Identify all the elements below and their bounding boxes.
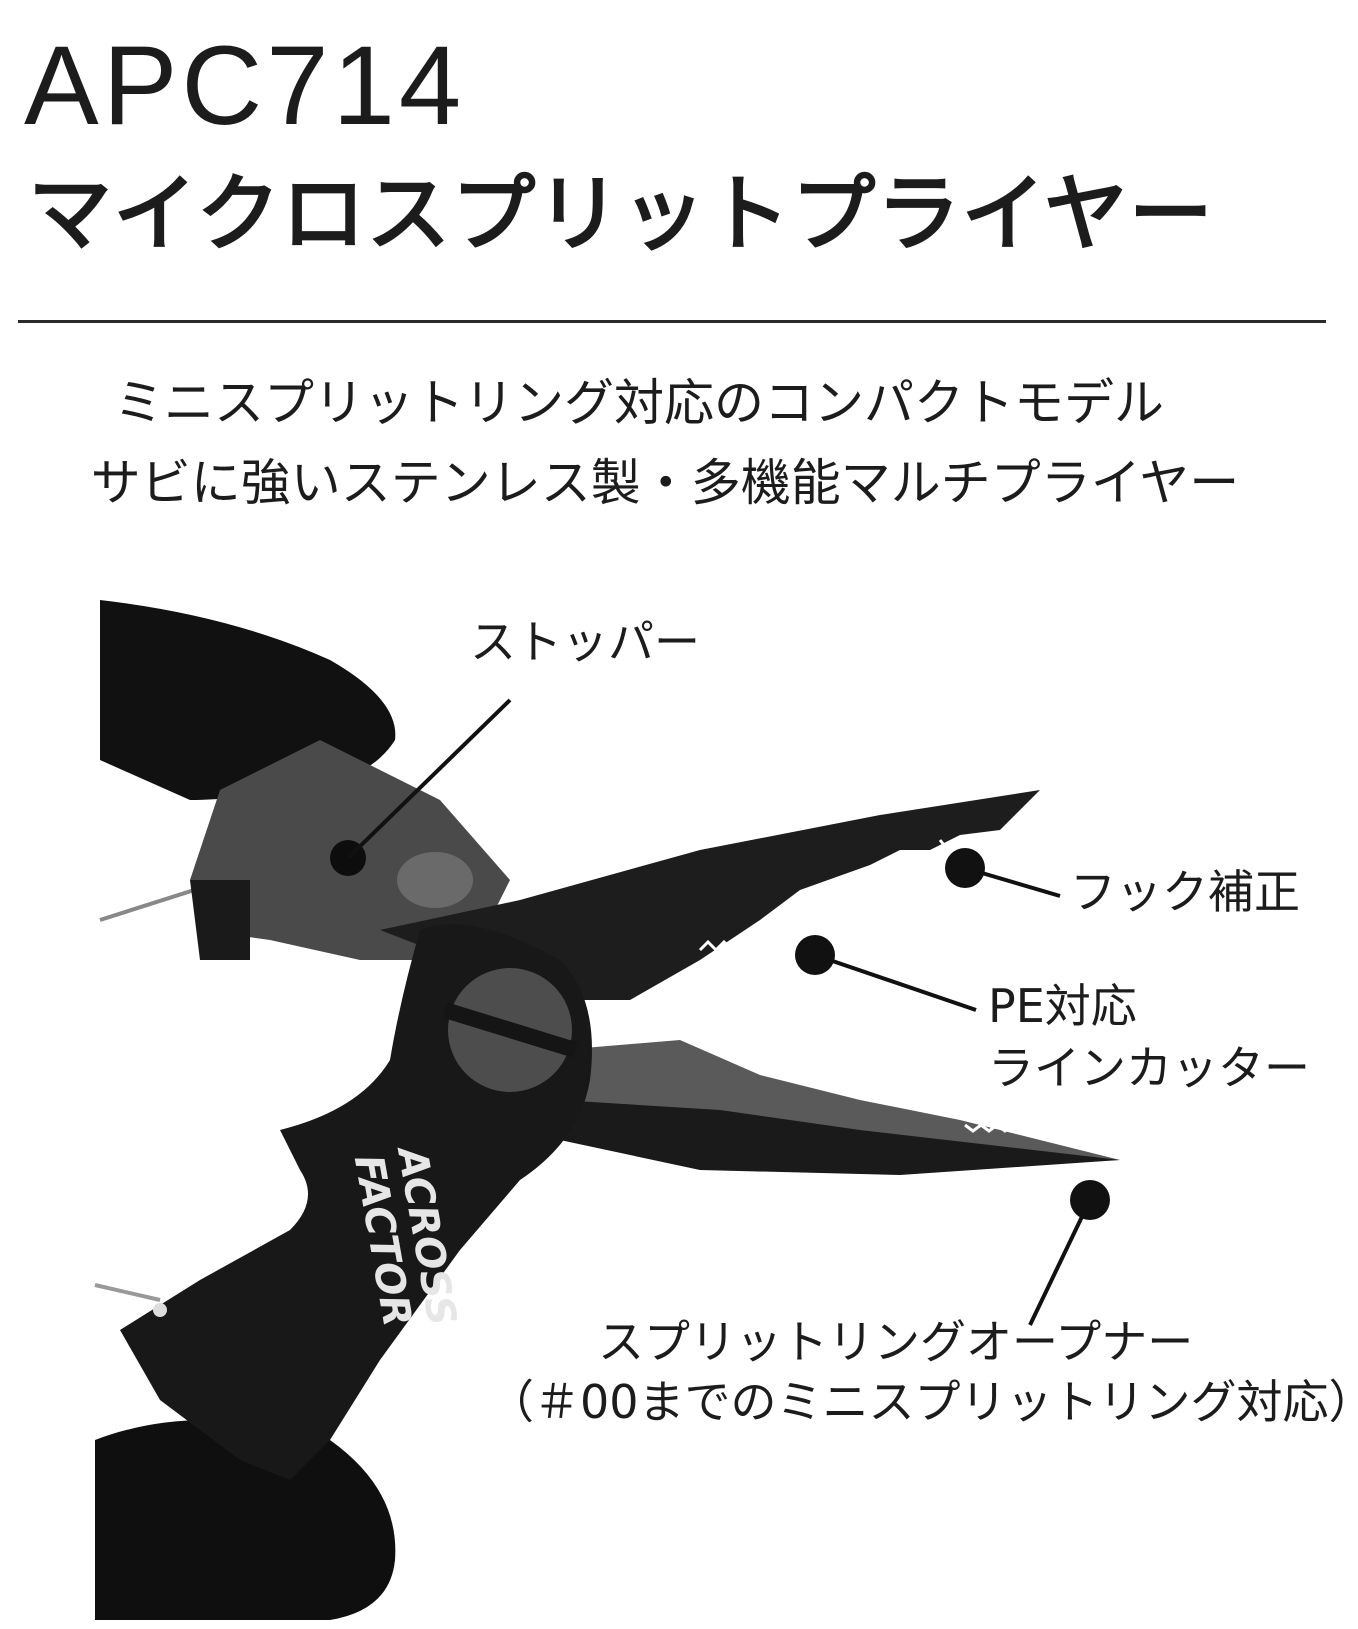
- lower-grip: [95, 1420, 396, 1620]
- stopper-bolt: [397, 852, 473, 908]
- product-name: マイクロスプリットプライヤー: [28, 165, 1214, 263]
- title-divider: [18, 320, 1326, 323]
- description-line-1: ミニスプリットリング対応のコンパクトモデル: [114, 374, 1164, 432]
- model-number: APC714: [24, 23, 466, 148]
- upper-jaw: [380, 790, 1040, 1000]
- description-line-2: サビに強いステンレス製・多機能マルチプライヤー: [90, 454, 1240, 512]
- callout-pe-cutter-line-2: ラインカッター: [988, 1041, 1310, 1095]
- callout-split-ring-opener-line-2: （＃00までのミニスプリットリング対応）: [488, 1375, 1358, 1429]
- callout-hook-correction: フック補正: [1070, 865, 1300, 919]
- callout-stopper: ストッパー: [470, 615, 700, 669]
- callout-pe-cutter-line-1: PE対応: [988, 979, 1137, 1033]
- callout-split-ring-opener-line-1: スプリットリングオープナー: [598, 1315, 1194, 1369]
